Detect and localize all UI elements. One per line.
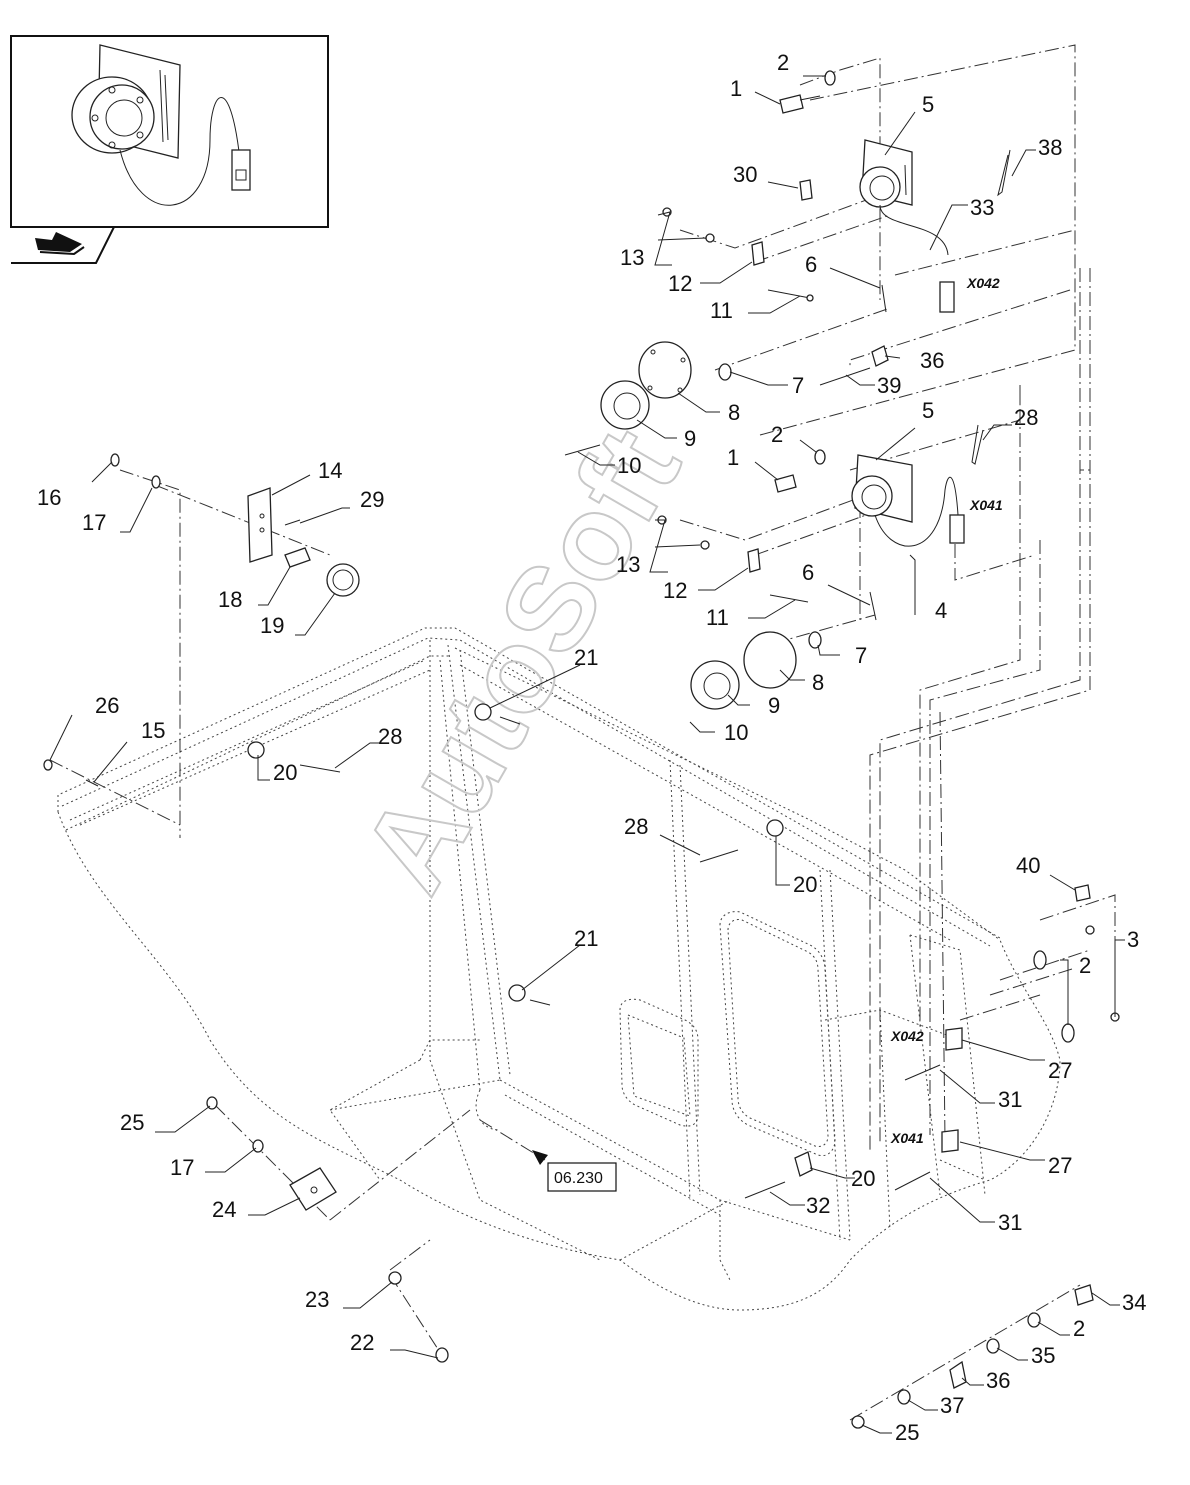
callout-33: 33 [970, 195, 994, 220]
callout-38: 38 [1038, 135, 1062, 160]
callout-22: 22 [350, 1330, 374, 1355]
section-reference-label[interactable]: 06.230 [554, 1170, 603, 1187]
callout-2d: 2 [1073, 1316, 1085, 1341]
callout-28: 28 [1014, 405, 1038, 430]
callout-9b: 9 [768, 693, 780, 718]
callout-3: 3 [1127, 927, 1139, 952]
callout-2b: 2 [771, 422, 783, 447]
callout-14: 14 [318, 458, 342, 483]
callout-19: 19 [260, 613, 284, 638]
callout-13: 13 [620, 245, 644, 270]
inset-detail-view [10, 35, 329, 264]
callout-12: 12 [668, 271, 692, 296]
parts [43, 70, 1120, 1429]
callout-40: 40 [1016, 853, 1040, 878]
connector-x042-cab: X042 [890, 1028, 924, 1044]
callout-15: 15 [141, 718, 165, 743]
callout-10b: 10 [724, 720, 748, 745]
callout-26: 26 [95, 693, 119, 718]
callout-12b: 12 [663, 578, 687, 603]
cab-frame [57, 627, 1061, 1311]
callout-30: 30 [733, 162, 757, 187]
callout-23: 23 [305, 1287, 329, 1312]
callout-6b: 6 [802, 560, 814, 585]
callout-37: 37 [940, 1393, 964, 1418]
callout-21: 21 [574, 645, 598, 670]
callout-21b: 21 [574, 926, 598, 951]
callout-labels: 1 2 5 38 30 33 X042 13 12 11 6 36 39 7 8… [37, 50, 1146, 1445]
callout-5: 5 [922, 92, 934, 117]
callout-25b: 25 [895, 1420, 919, 1445]
callout-4: 4 [935, 598, 947, 623]
callout-29: 29 [360, 487, 384, 512]
callout-24: 24 [212, 1197, 236, 1222]
callout-11: 11 [710, 298, 733, 323]
callout-6: 6 [805, 252, 817, 277]
callout-34: 34 [1122, 1290, 1146, 1315]
callout-27: 27 [1048, 1058, 1072, 1083]
callout-17: 17 [82, 510, 106, 535]
callout-32: 32 [806, 1193, 830, 1218]
callout-20: 20 [273, 760, 297, 785]
callout-2c: 2 [1079, 953, 1091, 978]
connector-x042: X042 [966, 275, 1000, 291]
callout-25: 25 [120, 1110, 144, 1135]
callout-8b: 8 [812, 670, 824, 695]
callout-9: 9 [684, 426, 696, 451]
section-reference-link[interactable]: 06.230 [532, 1150, 617, 1192]
callout-7b: 7 [855, 643, 867, 668]
callout-10: 10 [617, 453, 641, 478]
callout-17b: 17 [170, 1155, 194, 1180]
callout-8: 8 [728, 400, 740, 425]
callout-20c: 20 [851, 1166, 875, 1191]
assembly-lines [49, 44, 1116, 1421]
callout-2: 2 [777, 50, 789, 75]
callout-5b: 5 [922, 398, 934, 423]
callout-39: 39 [877, 373, 901, 398]
callout-27b: 27 [1048, 1153, 1072, 1178]
callout-11b: 11 [706, 605, 729, 630]
callout-31b: 31 [998, 1210, 1022, 1235]
callout-1b: 1 [727, 445, 739, 470]
callout-1: 1 [730, 76, 742, 101]
callout-35: 35 [1031, 1343, 1055, 1368]
callout-36b: 36 [986, 1368, 1010, 1393]
callout-28c: 28 [624, 814, 648, 839]
connector-x041-cab: X041 [890, 1130, 924, 1146]
callout-31: 31 [998, 1087, 1022, 1112]
return-arrow-icon[interactable] [35, 232, 82, 252]
leader-lines [49, 75, 1125, 1434]
callout-16: 16 [37, 485, 61, 510]
callout-36: 36 [920, 348, 944, 373]
callout-28b: 28 [378, 724, 402, 749]
watermark-text: AutoSoft [336, 407, 705, 913]
callout-18: 18 [218, 587, 242, 612]
connector-x041: X041 [969, 497, 1003, 513]
callout-20b: 20 [793, 872, 817, 897]
callout-7: 7 [792, 373, 804, 398]
callout-13b: 13 [616, 552, 640, 577]
